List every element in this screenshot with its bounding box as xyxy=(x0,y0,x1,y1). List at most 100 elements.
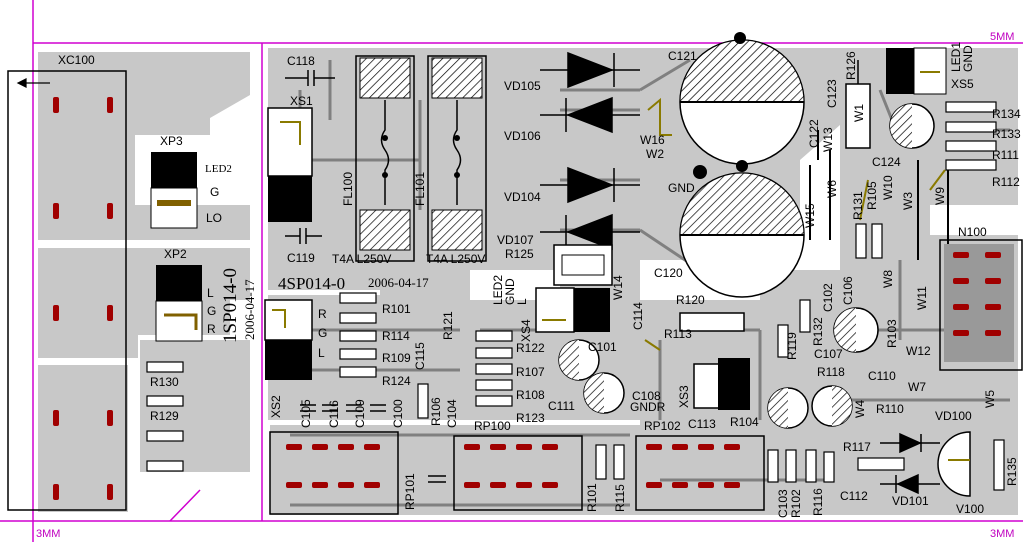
vd104-label: VD104 xyxy=(504,190,541,204)
c106-transistor xyxy=(833,307,879,353)
c102-label: C102 xyxy=(821,283,835,312)
r106-body xyxy=(417,383,429,419)
r120-body xyxy=(679,312,745,332)
c124-label: C124 xyxy=(872,155,901,169)
part-number: 4SP014-0 xyxy=(278,274,345,293)
r126-label: R126 xyxy=(844,51,858,80)
gndr-label: GNDR xyxy=(630,400,666,414)
w9-label: W9 xyxy=(933,187,947,205)
r119-r132-bodies xyxy=(777,299,811,358)
c120-label: C120 xyxy=(654,266,683,280)
w10-label: W10 xyxy=(881,175,895,200)
c118 xyxy=(285,70,335,86)
fl100 xyxy=(355,55,415,262)
r109-label: R109 xyxy=(382,351,411,365)
r107-label: R107 xyxy=(516,365,545,379)
c111-label: C111 xyxy=(548,399,575,413)
r125-label: R125 xyxy=(505,247,534,261)
xs5-label: XS4 xyxy=(519,319,533,342)
r131-label: R131 xyxy=(851,191,865,220)
c123-label: C123 xyxy=(825,79,839,108)
w8-label: W8 xyxy=(881,270,895,288)
xs2-label: XS2 xyxy=(269,395,283,418)
xp2-connector: XP2 L G R xyxy=(155,247,216,342)
xs1-connector xyxy=(267,107,313,222)
xs2-connector xyxy=(264,299,313,380)
twin-transistors xyxy=(767,385,853,429)
xp3-pin-g: G xyxy=(210,185,219,199)
fl101-label: FL101 xyxy=(413,172,427,206)
vd100-diode xyxy=(880,432,940,454)
w13-label: W13 xyxy=(821,127,835,152)
w1-component xyxy=(845,60,871,149)
rgl-g: G xyxy=(318,326,327,340)
c124 xyxy=(889,103,935,149)
r131-r105-bodies xyxy=(855,223,883,259)
rgl-r: R xyxy=(318,307,327,321)
c121-label: C121 xyxy=(668,49,697,63)
r117-body xyxy=(857,457,905,471)
r127-label: R130 xyxy=(150,375,179,389)
rp100-pack xyxy=(475,330,513,407)
w12-label: W12 xyxy=(906,344,931,358)
v100-transistor xyxy=(937,431,971,497)
xs5-gnd-label: GND xyxy=(503,278,517,305)
r115-label: R115 xyxy=(613,484,627,512)
xp2-pin-r: R xyxy=(207,322,216,336)
fl100-label: FL100 xyxy=(341,172,355,206)
margin-label-bottom-right: 3MM xyxy=(990,528,1014,540)
vd105-label: VD105 xyxy=(504,79,541,93)
vd106-label: VD106 xyxy=(504,129,541,143)
r112-label: R112 xyxy=(992,175,1020,189)
c110-label: C110 xyxy=(868,369,896,383)
c121 xyxy=(679,32,805,172)
margin-label-top-right: 5MM xyxy=(990,31,1014,43)
c106-label: C106 xyxy=(841,276,855,305)
xc100-pads xyxy=(53,97,113,500)
xc100-label: XC100 xyxy=(58,53,95,67)
r122-label: R122 xyxy=(516,341,545,355)
xs5-l-label: L xyxy=(515,298,529,305)
xs5-led2-label: LED2 xyxy=(491,275,505,305)
xp2-pin-l: L xyxy=(207,286,214,300)
r125 xyxy=(553,244,613,286)
bottom-cap xyxy=(428,475,446,483)
xc100-outline xyxy=(7,70,127,511)
sub-part-number: 1SP014-0 xyxy=(220,268,241,343)
sub-date: 2006-04-17 xyxy=(242,279,257,340)
margin-label-bottom-left: 3MM xyxy=(36,528,60,540)
r116-label: R116 xyxy=(811,488,825,516)
resistor-stack xyxy=(945,101,997,171)
r101b-label: R101 xyxy=(585,483,599,512)
c118-label: C118 xyxy=(287,54,315,68)
c109-label: C109 xyxy=(353,399,367,428)
bottom-right-resistors xyxy=(767,449,835,483)
w5-label: W5 xyxy=(983,390,997,408)
xs5-connector xyxy=(535,287,610,333)
r104-label: R104 xyxy=(730,415,759,429)
xp3-pin-led2: LED2 xyxy=(205,163,232,175)
left-resistors xyxy=(146,361,184,472)
xs4-label: XS3 xyxy=(677,385,691,408)
r134-label: R134 xyxy=(992,107,1021,121)
rp102-label: RP102 xyxy=(644,419,681,433)
r120-label: R120 xyxy=(676,293,705,307)
c114-label: C114 xyxy=(631,302,645,330)
r135-body xyxy=(993,439,1005,491)
rgl-resistors xyxy=(339,292,377,378)
r121-label: R121 xyxy=(441,311,455,340)
n100-label: N100 xyxy=(958,225,987,239)
rp101-label: RP101 xyxy=(403,473,417,510)
c116-label: C116 xyxy=(327,400,341,428)
fl101 xyxy=(427,55,487,262)
c101-label: C101 xyxy=(588,340,617,354)
w1-label: W1 xyxy=(852,104,866,122)
led1-label: LED1 xyxy=(949,42,963,72)
r111-label: R111 xyxy=(992,148,1019,162)
c100-label: C100 xyxy=(391,399,405,428)
r106-label: R106 xyxy=(429,397,443,426)
w11-label: W11 xyxy=(915,286,929,310)
r110-label: R110 xyxy=(876,402,904,416)
c103-label: C103 xyxy=(776,489,790,518)
